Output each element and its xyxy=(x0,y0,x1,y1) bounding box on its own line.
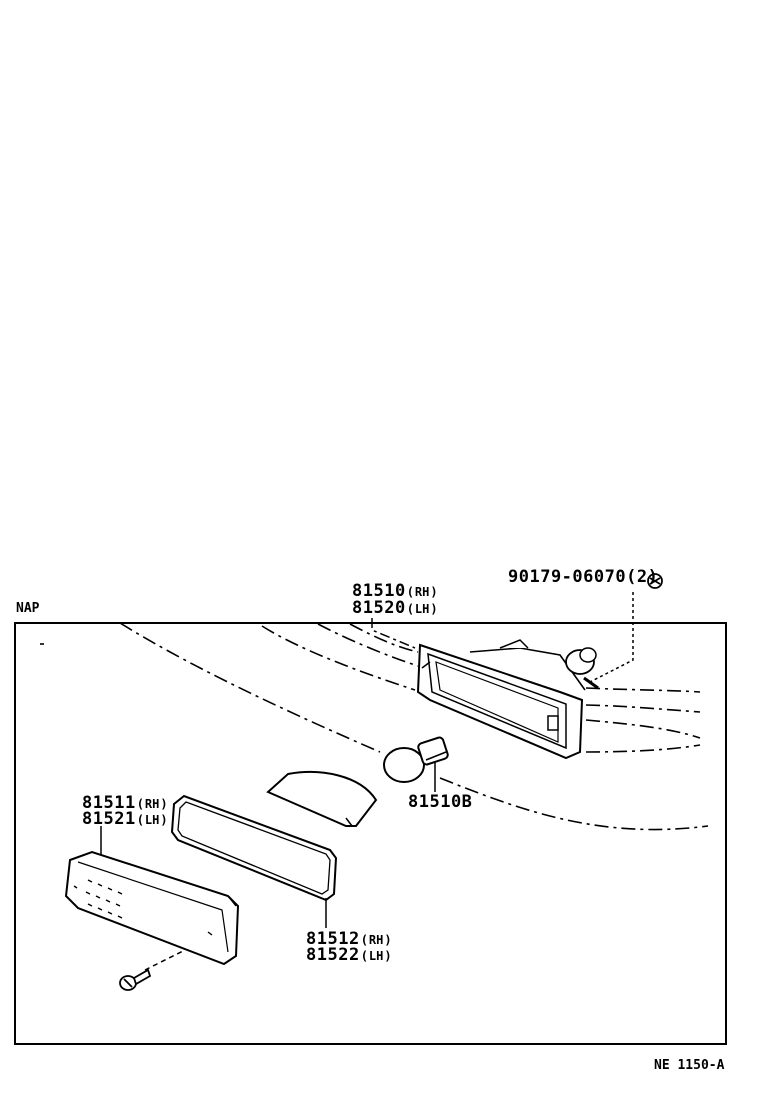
housing-part-number-lh: 81520(LH) xyxy=(352,598,438,618)
screw-top-icon xyxy=(647,573,663,589)
reflector-plate-illustration xyxy=(266,771,378,827)
bulb-part-number: 81510B xyxy=(408,792,473,812)
housing-part-number-rh: 81510(RH) xyxy=(352,581,438,601)
vehicle-contour-lines xyxy=(40,622,709,831)
screw-part-number: 90179-06070(2) xyxy=(508,567,659,587)
screw-bottom-icon xyxy=(119,968,152,991)
gasket-part-number-rh: 81512(RH) xyxy=(306,929,392,949)
section-label: NAP xyxy=(16,601,40,616)
lens-part-number-rh: 81511(RH) xyxy=(82,793,168,813)
leader-lines xyxy=(100,592,634,971)
lamp-housing-illustration xyxy=(416,639,599,760)
gasket-part-number-lh: 81522(LH) xyxy=(306,945,392,965)
bulb-icon xyxy=(383,736,449,783)
diagram-frame xyxy=(14,622,727,1045)
gasket-illustration xyxy=(170,794,338,902)
lens-illustration xyxy=(64,850,240,966)
figure-code: NE 1150-A xyxy=(654,1058,725,1073)
lens-part-number-lh: 81521(LH) xyxy=(82,809,168,829)
